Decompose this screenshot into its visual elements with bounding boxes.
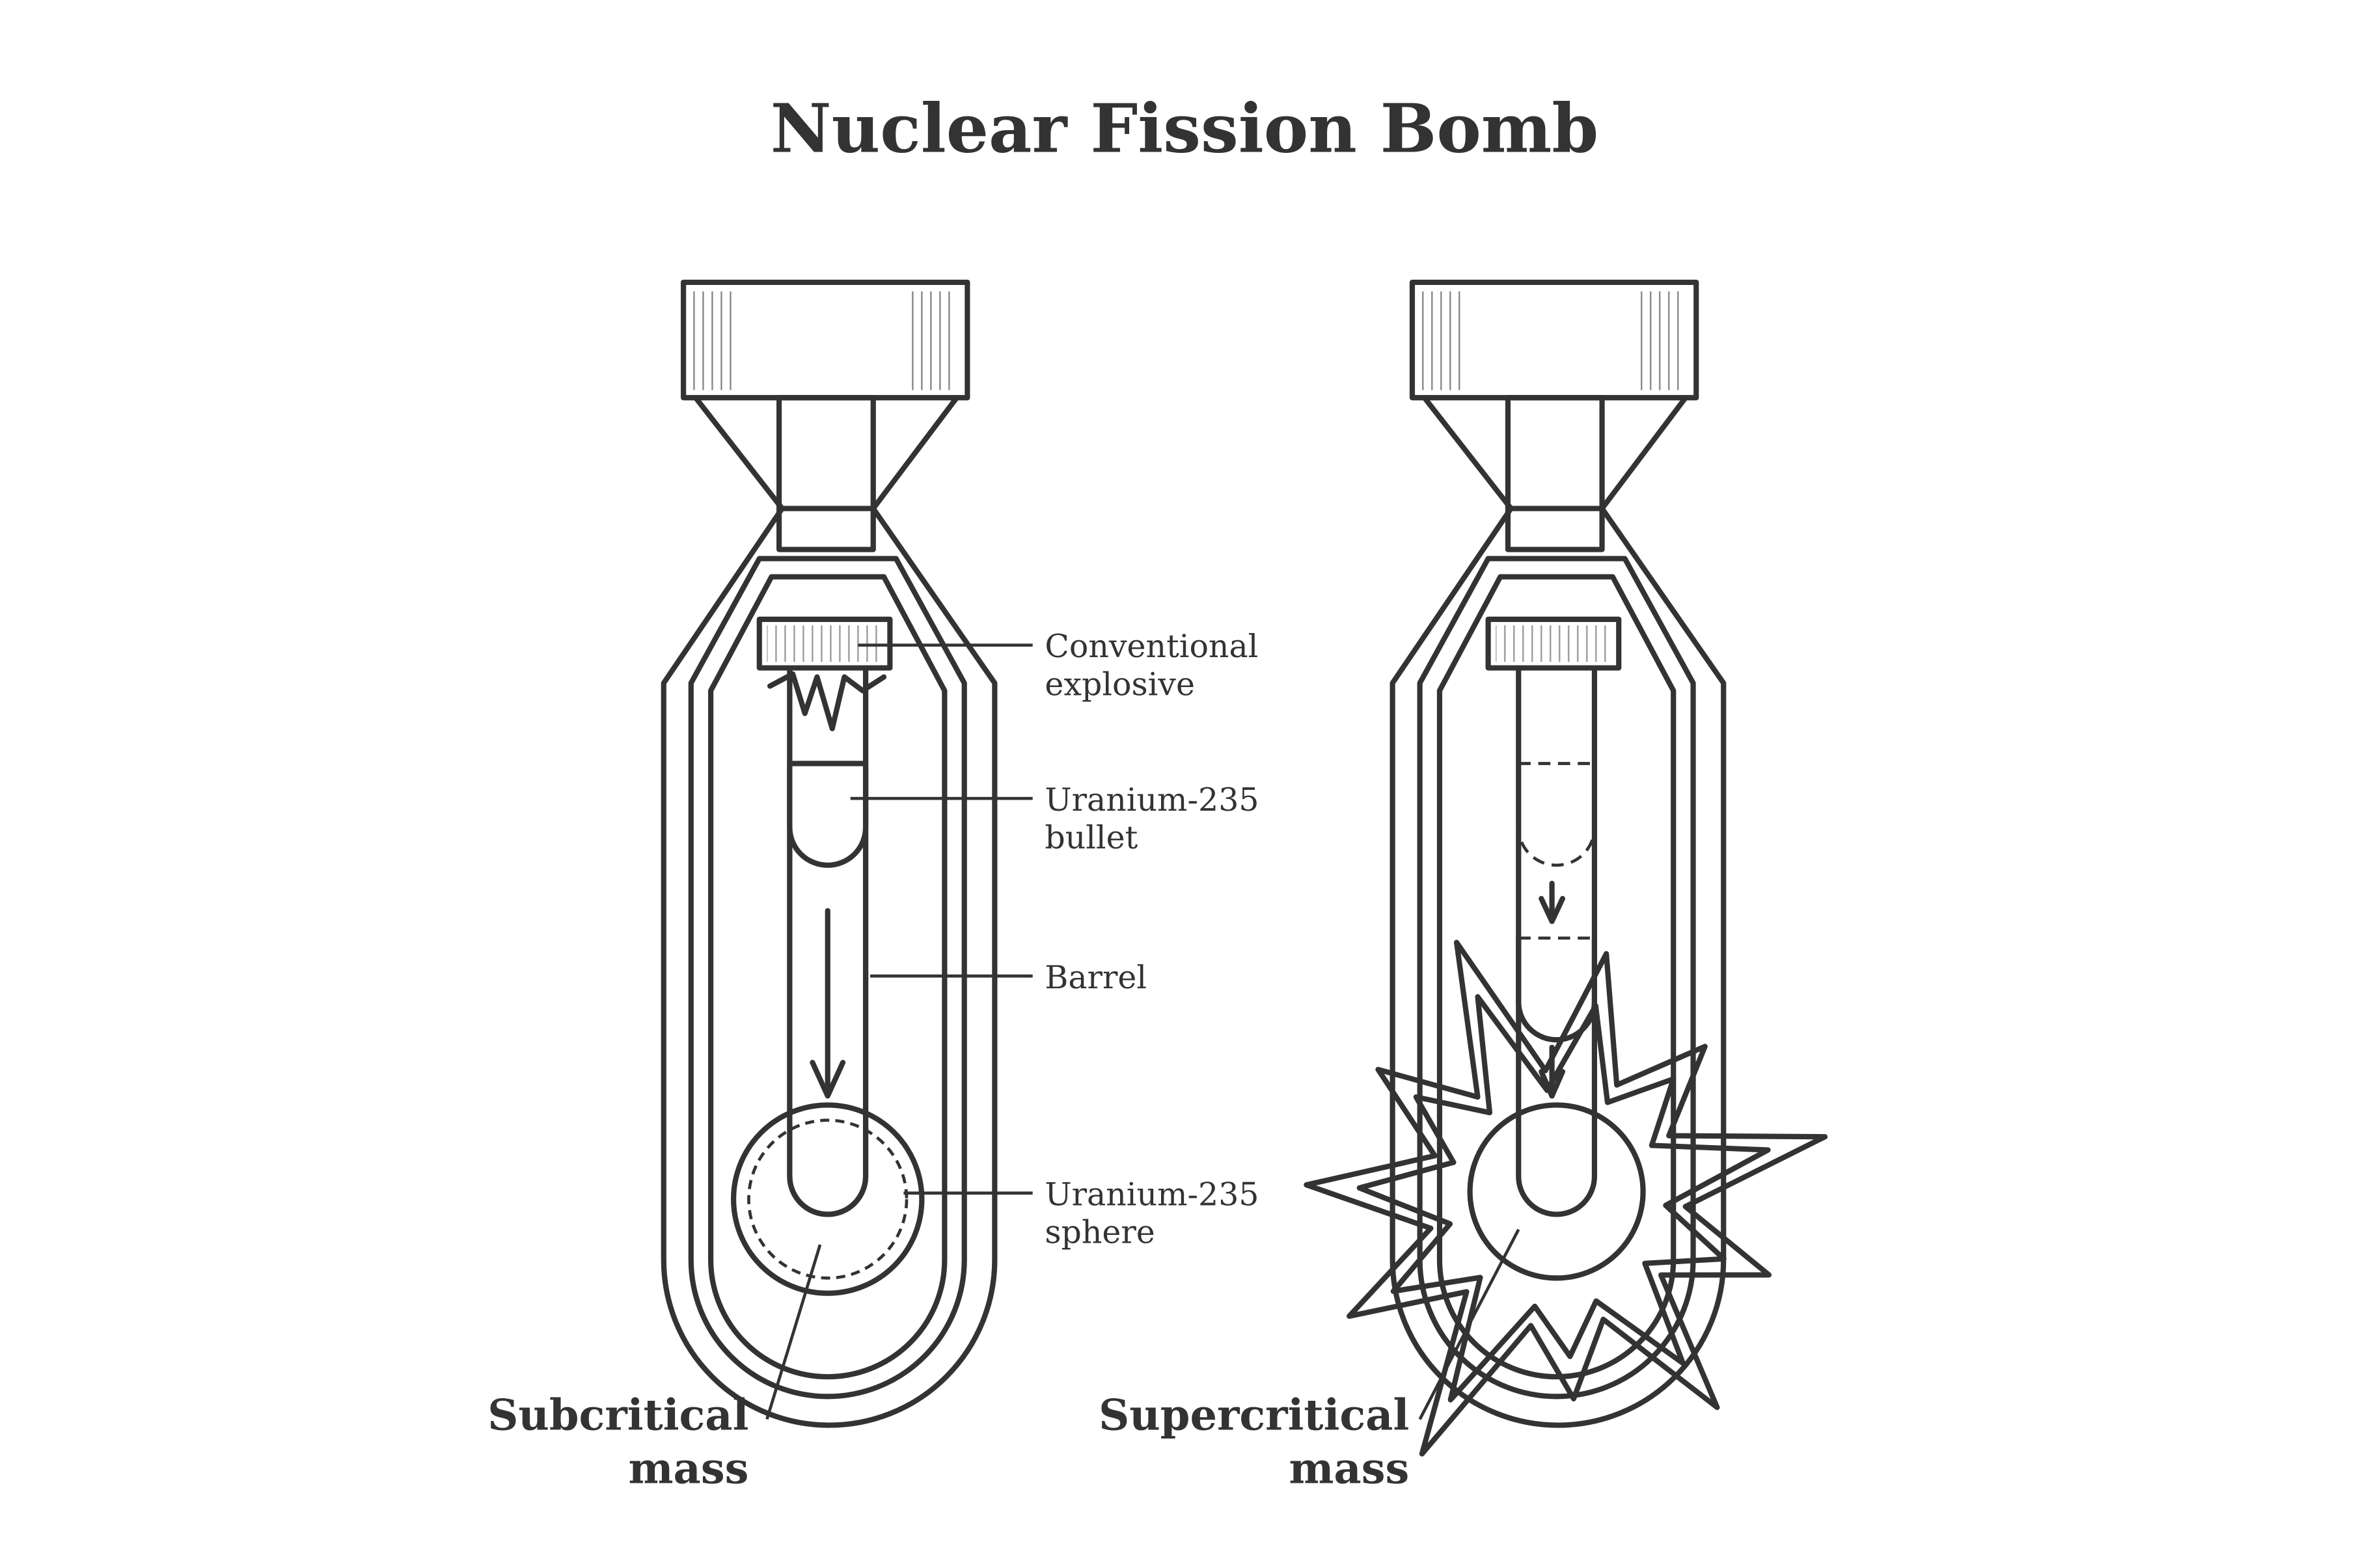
- uranium-sphere: [731, 1102, 925, 1296]
- subcritical-bomb: [664, 282, 1033, 1426]
- title: Nuclear Fission Bomb: [771, 90, 1598, 168]
- label-conventional: Conventional: [1045, 628, 1258, 665]
- label-uranium-bullet: Uranium-235: [1045, 781, 1259, 818]
- explosion-burst-icon: [767, 671, 887, 731]
- caption-supercritical: Supercritical: [1099, 1391, 1409, 1440]
- caption-subcritical-mass: mass: [628, 1444, 748, 1493]
- explosion-starburst-icon: [1304, 939, 1828, 1457]
- supercritical-bomb: [1304, 282, 1828, 1457]
- label-explosive: explosive: [1045, 666, 1195, 703]
- label-sphere: sphere: [1045, 1214, 1155, 1251]
- supercritical-sphere: [1467, 1102, 1646, 1281]
- label-uranium-sphere: Uranium-235: [1045, 1176, 1259, 1213]
- caption-subcritical: Subcritical: [487, 1391, 748, 1440]
- uranium-bullet: [787, 761, 869, 868]
- label-bullet: bullet: [1045, 819, 1138, 856]
- label-barrel: Barrel: [1045, 959, 1147, 996]
- caption-supercritical-mass: mass: [1289, 1444, 1409, 1493]
